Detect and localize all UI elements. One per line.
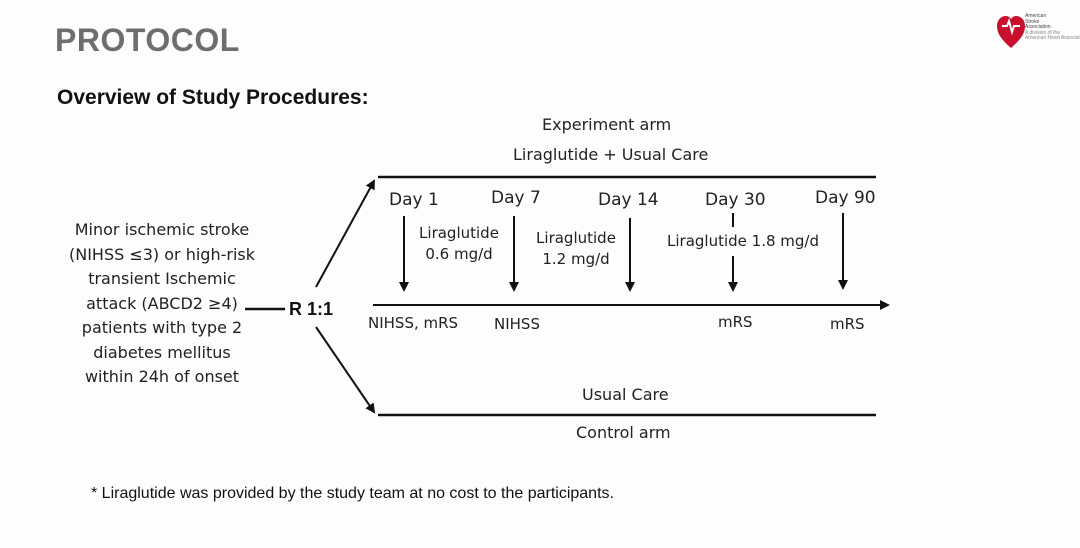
assessment-label: mRS xyxy=(718,313,753,331)
dose-amount: 0.6 mg/d xyxy=(425,245,493,263)
logo-line: American xyxy=(1025,13,1047,19)
branch-arrow-control xyxy=(315,326,376,414)
day-label: Day 1 xyxy=(389,190,439,210)
dose-label: Liraglutide 1.2 mg/d xyxy=(529,228,623,270)
population-line: patients with type 2 xyxy=(81,318,243,337)
experiment-treatment-label: Liraglutide + Usual Care xyxy=(513,145,709,164)
day-label: Day 90 xyxy=(815,188,876,208)
american-stroke-association-logo xyxy=(997,16,1025,48)
population-line: within 24h of onset xyxy=(84,367,240,386)
dose-drug: Liraglutide xyxy=(419,224,499,242)
day-label: Day 7 xyxy=(491,188,541,208)
control-arm-label: Control arm xyxy=(576,423,671,442)
logo-line: A division of the xyxy=(1025,29,1061,36)
day-label: Day 30 xyxy=(705,190,766,210)
dose-amount: 1.2 mg/d xyxy=(542,250,610,268)
branch-arrow-experiment xyxy=(315,179,375,288)
day-label: Day 14 xyxy=(598,190,659,210)
population-description: Minor ischemic stroke (NIHSS ≤3) or high… xyxy=(54,218,270,390)
footnote: * Liraglutide was provided by the study … xyxy=(91,485,614,502)
logo-line: Association. xyxy=(1025,24,1052,31)
randomization-label: R 1:1 xyxy=(289,299,334,319)
population-line: Minor ischemic stroke xyxy=(74,220,250,239)
assessment-label: NIHSS, mRS xyxy=(368,314,459,332)
experiment-arm-label: Experiment arm xyxy=(542,115,672,134)
assessment-label: NIHSS xyxy=(494,315,540,333)
population-line: diabetes mellitus xyxy=(93,342,231,362)
dose-label: Liraglutide 0.6 mg/d xyxy=(412,223,506,265)
control-treatment-label: Usual Care xyxy=(582,385,669,404)
population-line: attack (ABCD2 ≥4) xyxy=(86,293,238,313)
population-line: (NIHSS ≤3) or high-risk xyxy=(68,244,255,264)
slide-title: PROTOCOL xyxy=(55,22,240,58)
population-line: transient Ischemic xyxy=(88,269,236,288)
logo-line: American Heart Association xyxy=(1025,35,1080,42)
logo-text: American Stroke Association. A division … xyxy=(1025,13,1080,42)
dose-label: Liraglutide 1.8 mg/d xyxy=(667,232,819,250)
assessment-label: mRS xyxy=(830,315,865,333)
slide-subtitle: Overview of Study Procedures: xyxy=(57,86,369,109)
dose-drug: Liraglutide xyxy=(536,229,616,247)
logo-line: Stroke xyxy=(1025,18,1040,25)
